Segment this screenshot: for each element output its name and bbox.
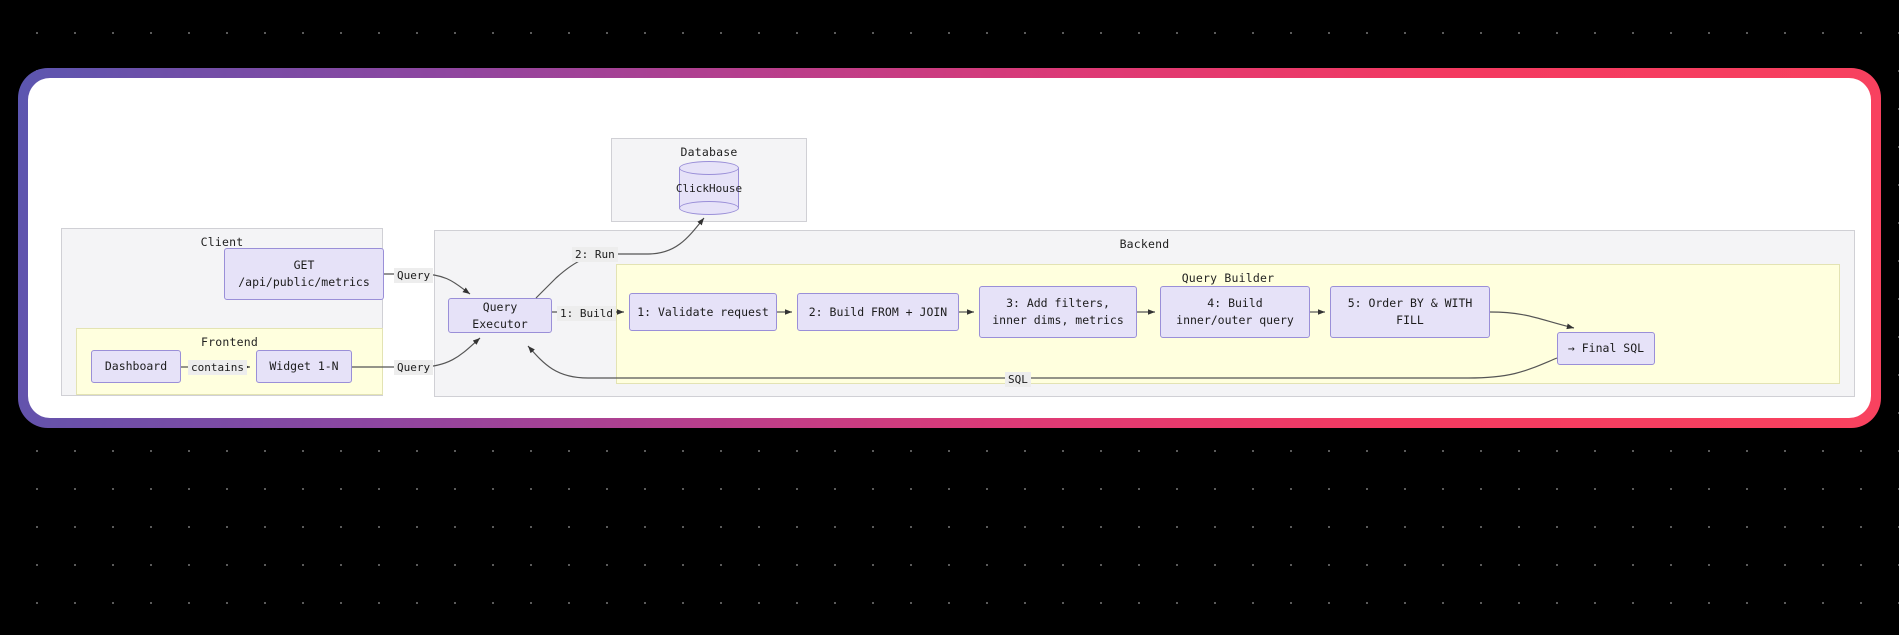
- node-step-2-label: 2: Build FROM + JOIN: [808, 304, 948, 319]
- node-step-5-label-line1: 5: Order BY & WITH: [1347, 296, 1473, 310]
- subgraph-backend-title: Backend: [1119, 237, 1170, 251]
- subgraph-frontend-title: Frontend: [201, 335, 258, 349]
- edge-label-query-top: Query: [394, 268, 434, 283]
- cylinder-top-shape: [679, 161, 739, 175]
- node-final-sql[interactable]: → Final SQL: [1557, 332, 1655, 365]
- node-step-3-label-line1: 3: Add filters,: [1006, 296, 1110, 310]
- node-step-4-label-line2: inner/outer query: [1176, 313, 1294, 327]
- node-get-endpoint-path: /api/public/metrics: [238, 275, 370, 289]
- diagram-card: Client GET /api/public/metrics Frontend …: [18, 68, 1881, 428]
- subgraph-client-title: Client: [200, 235, 244, 249]
- node-widget[interactable]: Widget 1-N: [256, 350, 352, 383]
- node-step-4-label-line1: 4: Build: [1207, 296, 1263, 310]
- node-step-3-label-line2: inner dims, metrics: [992, 313, 1124, 327]
- node-step-4[interactable]: 4: Build inner/outer query: [1160, 286, 1310, 338]
- edge-label-build: 1: Build: [557, 306, 616, 321]
- node-query-executor[interactable]: Query Executor: [448, 298, 552, 333]
- node-get-endpoint[interactable]: GET /api/public/metrics: [224, 248, 384, 300]
- edge-label-run: 2: Run: [572, 247, 618, 262]
- edge-label-query-bottom: Query: [394, 360, 434, 375]
- edge-label-contains: contains: [188, 360, 247, 375]
- node-clickhouse[interactable]: ClickHouse: [675, 161, 743, 215]
- node-clickhouse-label: ClickHouse: [675, 181, 743, 195]
- subgraph-query-builder-title: Query Builder: [1181, 271, 1275, 285]
- node-dashboard-label: Dashboard: [104, 359, 168, 373]
- cylinder-bottom-shape: [679, 201, 739, 215]
- node-step-2[interactable]: 2: Build FROM + JOIN: [797, 293, 959, 331]
- node-final-sql-label: → Final SQL: [1567, 341, 1645, 355]
- node-step-1[interactable]: 1: Validate request: [629, 293, 777, 331]
- node-query-executor-label: Query Executor: [472, 299, 528, 331]
- node-step-5[interactable]: 5: Order BY & WITH FILL: [1330, 286, 1490, 338]
- node-get-endpoint-method: GET: [293, 258, 315, 272]
- node-dashboard[interactable]: Dashboard: [91, 350, 181, 383]
- diagram-canvas: Client GET /api/public/metrics Frontend …: [28, 78, 1871, 418]
- edge-label-sql: SQL: [1005, 372, 1031, 387]
- node-step-5-label-line2: FILL: [1396, 313, 1424, 327]
- node-step-1-label: 1: Validate request: [637, 304, 769, 319]
- subgraph-database-title: Database: [680, 145, 738, 159]
- node-widget-label: Widget 1-N: [269, 359, 339, 373]
- node-step-3[interactable]: 3: Add filters, inner dims, metrics: [979, 286, 1137, 338]
